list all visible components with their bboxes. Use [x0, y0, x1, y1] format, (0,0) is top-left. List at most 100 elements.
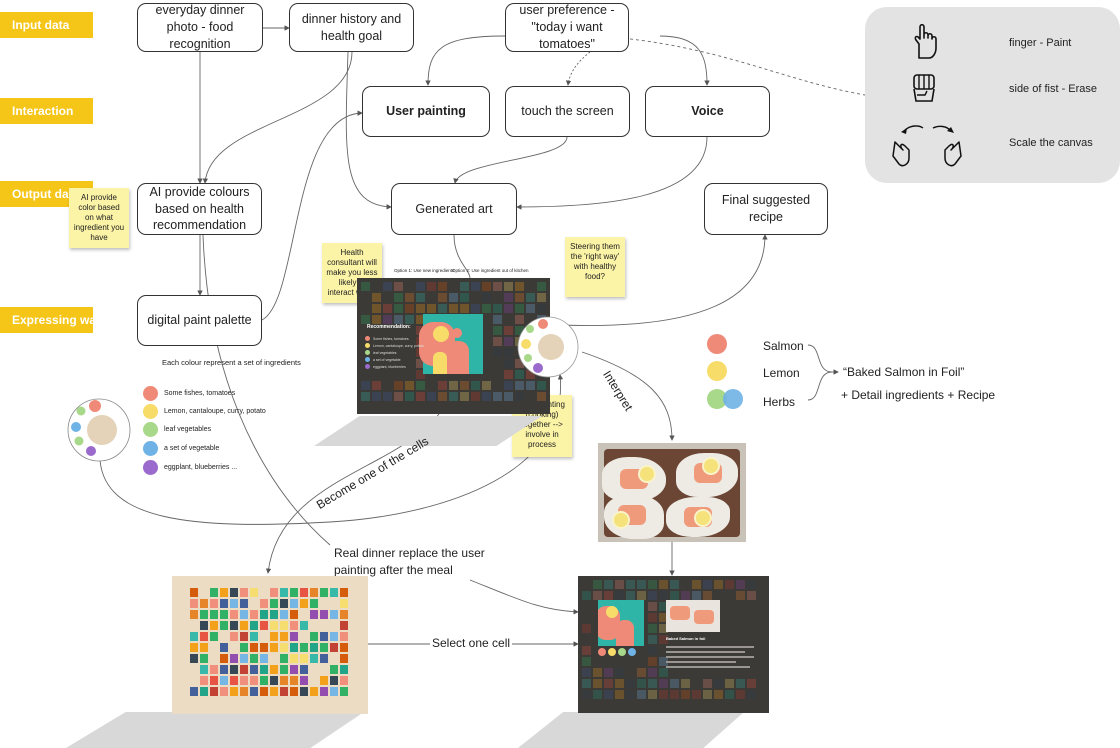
rec-item: eggplant, blueberries [365, 364, 424, 369]
mosaic-cell [394, 315, 403, 324]
mosaic-cell [670, 679, 679, 688]
mosaic-cell [714, 679, 723, 688]
color-dot [608, 648, 616, 656]
mosaic-cell [190, 654, 198, 663]
mosaic-cell [714, 690, 723, 699]
mosaic-cell [493, 304, 502, 313]
mosaic-cell [340, 654, 348, 663]
palette-item: leaf vegetables [143, 422, 211, 437]
mosaic-cell [593, 679, 602, 688]
mosaic-cell [405, 392, 414, 401]
mosaic-cell [736, 591, 745, 600]
mosaic-cell [681, 690, 690, 699]
mosaic-cell [416, 381, 425, 390]
palette-swatch [143, 460, 158, 475]
mosaic-cell [300, 588, 308, 597]
mosaic-cell [438, 304, 447, 313]
mosaic-cell [230, 632, 238, 641]
mockup3-painting [598, 600, 644, 646]
mosaic-cell [280, 665, 288, 674]
mosaic-cell [340, 687, 348, 696]
mosaic-cell [582, 690, 591, 699]
node-user-preference: user preference - "today i want tomatoes… [505, 3, 629, 52]
mosaic-cell [537, 293, 546, 302]
mosaic-cell [300, 654, 308, 663]
mosaic-cell [260, 621, 268, 630]
palette-swatch [143, 422, 158, 437]
mosaic-cell [200, 621, 208, 630]
mosaic-cell [659, 635, 668, 644]
mosaic-cell [300, 665, 308, 674]
mosaic-cell [394, 282, 403, 291]
mosaic-cell [320, 610, 328, 619]
painting-shape [447, 341, 469, 374]
mosaic-cell [692, 580, 701, 589]
mosaic-cell [515, 315, 524, 324]
mosaic-cell [310, 643, 318, 652]
mosaic-cell [504, 293, 513, 302]
mosaic-cell [240, 621, 248, 630]
rec-dot [365, 336, 370, 341]
mosaic-cell [300, 643, 308, 652]
lane-input-data: Input data [0, 12, 93, 38]
mosaic-cell [515, 326, 524, 335]
pinch-hands-icon [892, 125, 962, 167]
mosaic-cell [460, 304, 469, 313]
node-voice: Voice [645, 86, 770, 137]
mosaic-cell [427, 282, 436, 291]
mosaic-cell [220, 599, 228, 608]
mosaic-cell [615, 679, 624, 688]
mosaic-cell [747, 679, 756, 688]
mosaic-cell [270, 610, 278, 619]
mosaic-cell [260, 665, 268, 674]
mosaic-cell [190, 632, 198, 641]
mosaic-cell [230, 588, 238, 597]
mosaic-cell [270, 621, 278, 630]
mosaic-cell [405, 304, 414, 313]
mosaic-cell [290, 632, 298, 641]
node-digital-palette: digital paint palette [137, 295, 262, 346]
mosaic-cell [504, 370, 513, 379]
mosaic-cell [210, 621, 218, 630]
mosaic-cell [659, 613, 668, 622]
mosaic-cell [471, 304, 480, 313]
node-food-recognition: everyday dinner photo - food recognition [137, 3, 263, 52]
mosaic-cell [736, 690, 745, 699]
lemon-dot [707, 361, 727, 381]
palette-swatch [143, 386, 158, 401]
ingredient-salmon: Salmon [763, 339, 804, 353]
mosaic-cell [670, 580, 679, 589]
device-shadow [518, 712, 744, 748]
text-line [666, 666, 750, 668]
mosaic-cell [280, 599, 288, 608]
mosaic-cell [260, 654, 268, 663]
mosaic-cell [582, 679, 591, 688]
mockup1-recommendation-title: Recommendation: [367, 324, 411, 330]
mosaic-cell [648, 613, 657, 622]
mosaic-cell [200, 665, 208, 674]
mosaic-cell [372, 304, 381, 313]
mosaic-cell [260, 687, 268, 696]
mosaic-cell [210, 687, 218, 696]
mosaic-cell [290, 621, 298, 630]
mosaic-cell [290, 665, 298, 674]
mosaic-cell [703, 690, 712, 699]
mosaic-cell [482, 282, 491, 291]
palette-item: a set of vegetable [143, 441, 219, 456]
salmon-photo [598, 443, 746, 542]
mosaic-cell [300, 676, 308, 685]
mockup3-color-dots [598, 648, 636, 656]
mosaic-cell [747, 690, 756, 699]
mosaic-cell [240, 665, 248, 674]
mosaic-cell [725, 679, 734, 688]
pointing-hand-icon [914, 24, 937, 59]
mosaic-cell [320, 588, 328, 597]
mosaic-cell [190, 687, 198, 696]
mosaic-cell [515, 282, 524, 291]
mockup3-recipe-title: Baked Salmon in foil [666, 636, 706, 641]
rec-dot [365, 350, 370, 355]
node-ai-colours: AI provide colours based on health recom… [137, 183, 262, 235]
mosaic-cell [681, 679, 690, 688]
mosaic-cell [537, 304, 546, 313]
mockup-mosaic-poster [172, 576, 368, 714]
